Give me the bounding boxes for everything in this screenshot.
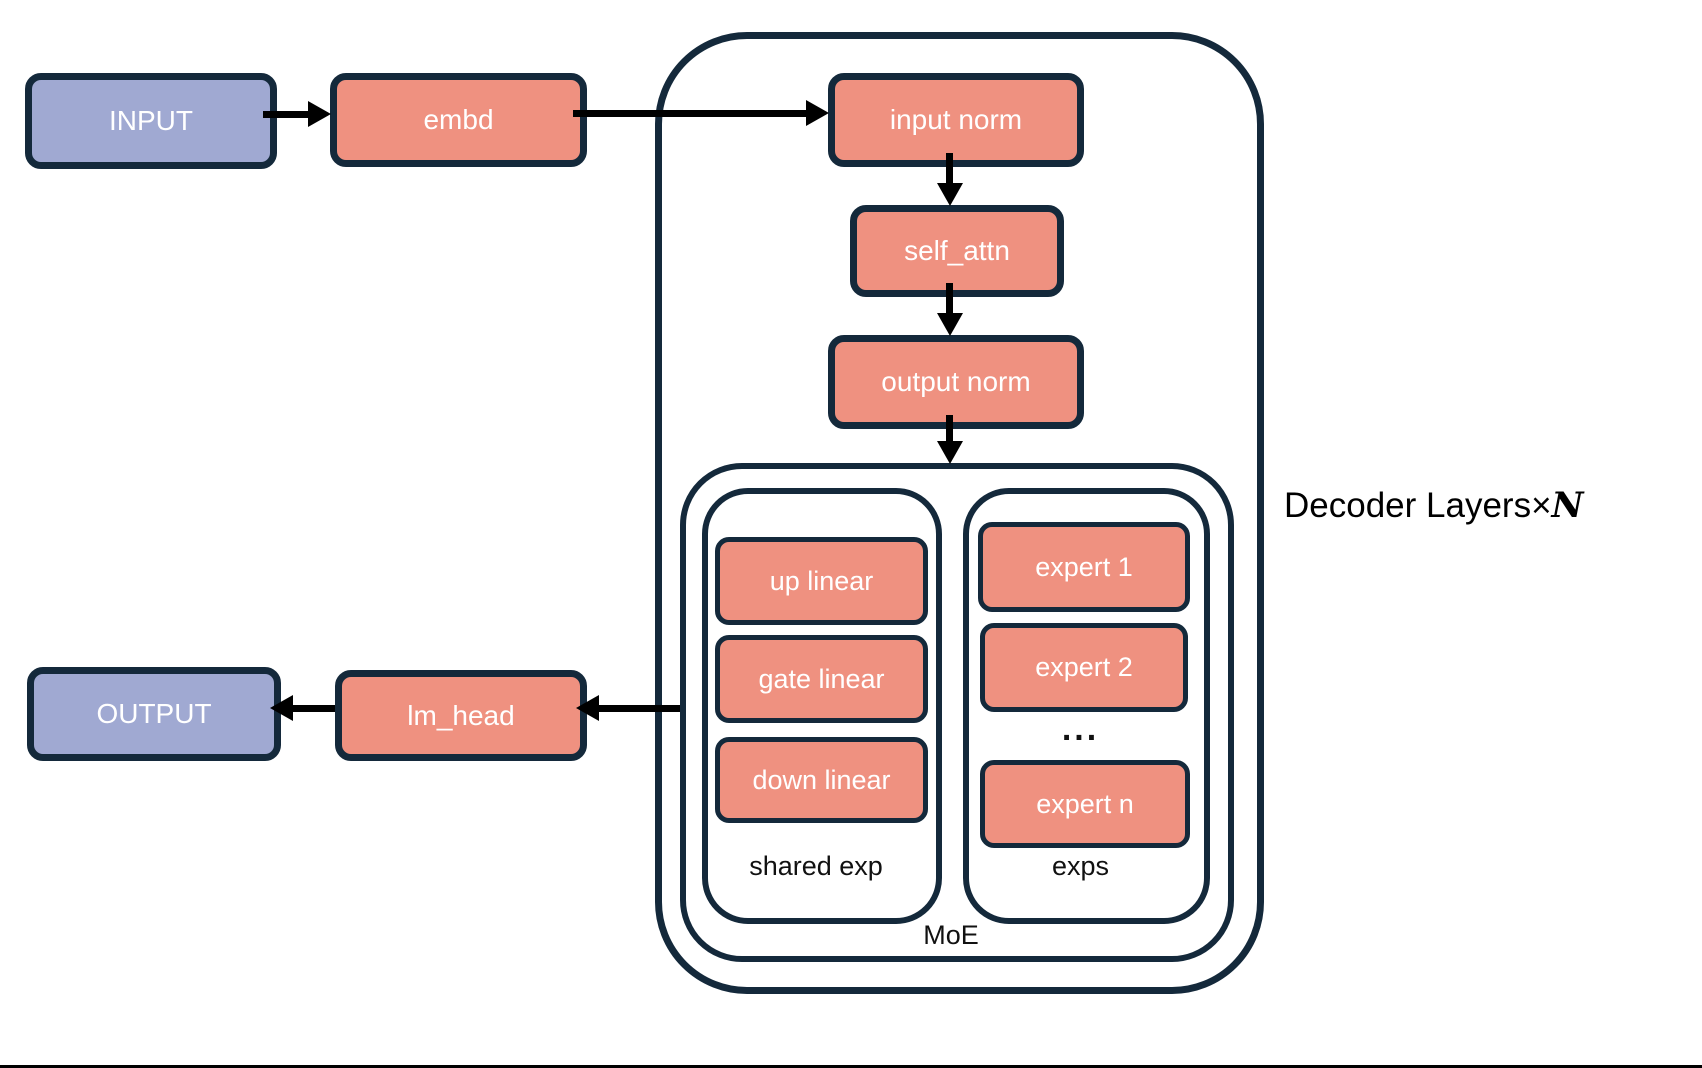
arrow-self-attn-to-output-norm-shaft	[946, 283, 953, 314]
input-node: INPUT	[25, 73, 277, 169]
up-linear-node: up linear	[715, 537, 928, 625]
arrow-output-norm-to-moe-head	[937, 441, 963, 467]
embd-node: embd	[330, 73, 587, 167]
bottom-edge-line	[0, 1065, 1702, 1068]
down-linear-node: down linear	[715, 737, 928, 823]
input-norm-node: input norm	[828, 73, 1084, 167]
n-symbol: N	[1551, 485, 1584, 526]
arrow-embd-to-input-norm-shaft	[573, 110, 807, 117]
arrow-input-to-embd-shaft	[263, 111, 310, 118]
shared-exp-label: shared exp	[749, 851, 883, 881]
arrow-moe-to-lm-head-head	[573, 695, 599, 721]
expert-n-node: expert n	[980, 760, 1190, 848]
moe-label: MoE	[923, 920, 979, 950]
arrow-embd-to-input-norm-head	[806, 100, 832, 126]
output-norm-node: output norm	[828, 335, 1084, 429]
decoder-layers-annotation: Decoder Layers×N	[1284, 485, 1584, 526]
expert-2-node: expert 2	[980, 623, 1188, 712]
lm-head-node: lm_head	[335, 670, 587, 761]
arrow-self-attn-to-output-norm-head	[937, 313, 963, 339]
arrow-input-norm-to-self-attn-head	[937, 183, 963, 209]
experts-ellipsis: ...	[1061, 710, 1100, 748]
expert-1-node: expert 1	[978, 522, 1190, 612]
arrow-output-norm-to-moe-shaft	[946, 415, 953, 442]
arrow-lm-head-to-output-head	[267, 695, 293, 721]
self-attn-node: self_attn	[850, 205, 1064, 297]
arrow-input-norm-to-self-attn-shaft	[946, 153, 953, 184]
output-node: OUTPUT	[27, 667, 281, 761]
decoder-layers-text: Decoder Layers	[1284, 486, 1532, 525]
exps-label: exps	[1051, 851, 1110, 881]
times-symbol: ×	[1531, 486, 1552, 525]
arrow-moe-to-lm-head-shaft	[594, 705, 680, 712]
arrow-lm-head-to-output-shaft	[288, 705, 335, 712]
arrow-input-to-embd-head	[308, 101, 334, 127]
gate-linear-node: gate linear	[715, 635, 928, 723]
